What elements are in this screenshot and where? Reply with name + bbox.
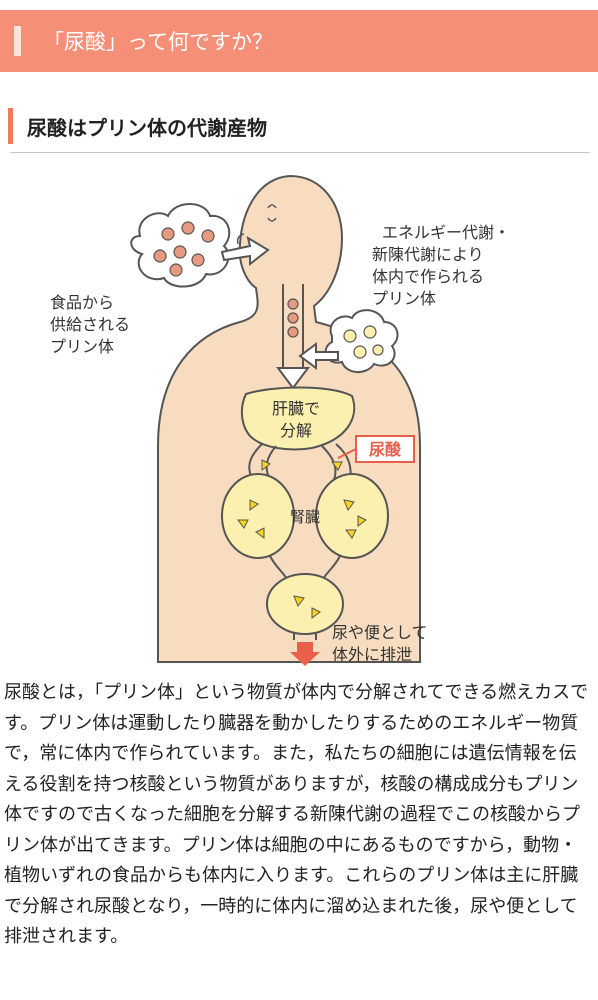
- excretion-label-line: 尿や便として: [332, 623, 428, 642]
- food-label-line: 食品から: [50, 293, 114, 312]
- section-heading: 尿酸はプリン体の代謝産物: [0, 100, 598, 152]
- kidney-right: [315, 473, 389, 559]
- kidney-left: [221, 473, 295, 559]
- liver-label-line: 肝臓で: [272, 399, 320, 418]
- purine-dot: [287, 298, 299, 310]
- food-cloud-icon: [130, 203, 231, 288]
- section-accent-bar: [8, 108, 13, 144]
- metabolism-cloud-icon: [324, 309, 399, 373]
- metabolism-label-line: 体内で作られる: [372, 267, 484, 286]
- explanation-paragraph: 尿酸とは，「プリン体」という物質が体内で分解されてできる燃えカスです。プリン体は…: [4, 682, 589, 947]
- uric-acid-label: 尿酸: [369, 440, 402, 459]
- kidney-uric-acid-triangles: [237, 499, 367, 539]
- page-banner: 「尿酸」って何ですか？: [0, 10, 598, 72]
- excretion-label-line: 体外に排泄: [332, 645, 412, 664]
- food-label-line: 供給される: [50, 315, 130, 334]
- uric-acid-pointer: [337, 448, 357, 459]
- bladder: [266, 573, 344, 635]
- ear-icon: [267, 204, 277, 222]
- excretion-arrow-icon: [290, 642, 320, 666]
- urethra: [293, 632, 317, 640]
- arrow-left-icon: [298, 342, 339, 370]
- section-divider: [10, 152, 590, 153]
- metabolism-label-line: プリン体: [372, 289, 436, 308]
- metabolism-label-line: 新陳代謝により: [372, 245, 484, 264]
- section-title: 尿酸はプリン体の代謝産物: [27, 115, 267, 140]
- food-purine-dots: [153, 221, 215, 277]
- kidney-label: 腎臓: [290, 508, 320, 526]
- uric-acid-triangle: [331, 461, 343, 471]
- liver-label-line: 分解: [280, 421, 312, 440]
- uric-acid-tag: [355, 435, 415, 463]
- purine-metabolism-illustration: 尿酸 食品から 供給される プリン体 エネルギー代謝・ 新陳代謝により 体内で作…: [50, 174, 510, 666]
- metabolism-purine-dots: [343, 325, 384, 359]
- liver: [240, 386, 356, 451]
- arrow-right-icon: [220, 235, 270, 267]
- arrow-down-icon: [276, 367, 310, 390]
- food-label-line: プリン体: [50, 337, 114, 356]
- banner-accent-bar: [14, 26, 21, 56]
- uric-acid-triangle: [311, 607, 321, 619]
- uric-acid-triangle: [293, 595, 305, 608]
- uric-acid-triangle: [261, 459, 271, 471]
- mouth-icon: [236, 233, 245, 245]
- metabolism-label-line: エネルギー代謝・: [382, 223, 510, 242]
- purine-dot: [287, 312, 299, 324]
- purine-dot: [287, 326, 299, 338]
- banner-title: 「尿酸」って何ですか？: [43, 30, 273, 54]
